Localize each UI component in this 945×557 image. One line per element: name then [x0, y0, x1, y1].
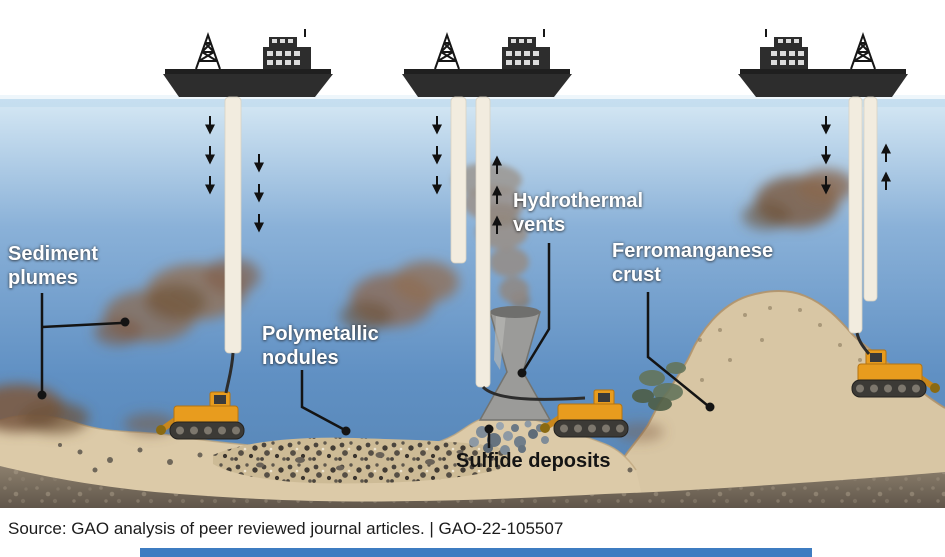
- label-polymetallic-nodules: Polymetallic nodules: [262, 323, 379, 369]
- callout-sediment-plumes-line2: [41, 321, 122, 329]
- vent-smoke-plume: [452, 163, 530, 309]
- riser-pipes: [224, 96, 878, 388]
- label-sediment-plumes: Sediment plumes: [8, 243, 99, 289]
- vehicle-hoses: [224, 332, 871, 401]
- callout-hydrothermal-line: [522, 243, 551, 371]
- crust-speckles: [698, 306, 897, 387]
- riser-pipe-icon: [863, 96, 878, 302]
- label-hydrothermal-vents: Hydrothermal vents: [513, 190, 644, 236]
- flow-arrows: [205, 116, 891, 234]
- hydrothermal-vent-icon: [452, 163, 552, 421]
- riser-pipe-icon: [848, 96, 863, 334]
- water-surface-shade: [0, 99, 945, 107]
- seafloor-pebbles: [58, 443, 633, 473]
- label-sulfide-deposits: Sulfide deposits: [456, 450, 611, 472]
- bottom-accent-bar: [140, 548, 812, 557]
- crust-rocks: [632, 362, 686, 411]
- sediment-plume-left-icon: [94, 258, 260, 346]
- sediment-plume-seafloor-icon: [0, 384, 664, 442]
- source-text: Source: GAO analysis of peer reviewed jo…: [8, 519, 564, 538]
- callout-dots: [37, 317, 715, 436]
- riser-pipe-icon: [475, 96, 491, 388]
- sediment-plume-center-icon: [340, 261, 459, 331]
- ship-center-icon: [401, 28, 573, 98]
- callout-polymetallic-line: [300, 370, 344, 431]
- ship-left-icon: [162, 28, 334, 98]
- label-ferromanganese-crust: Ferromanganese crust: [612, 240, 774, 286]
- ship-right-icon: [737, 28, 909, 98]
- riser-pipe-icon: [224, 96, 242, 354]
- polymetallic-nodule-field: [213, 437, 509, 484]
- callout-lines: [40, 243, 708, 448]
- riser-pipe-icon: [450, 96, 467, 264]
- callout-ferromanganese-line: [646, 292, 708, 406]
